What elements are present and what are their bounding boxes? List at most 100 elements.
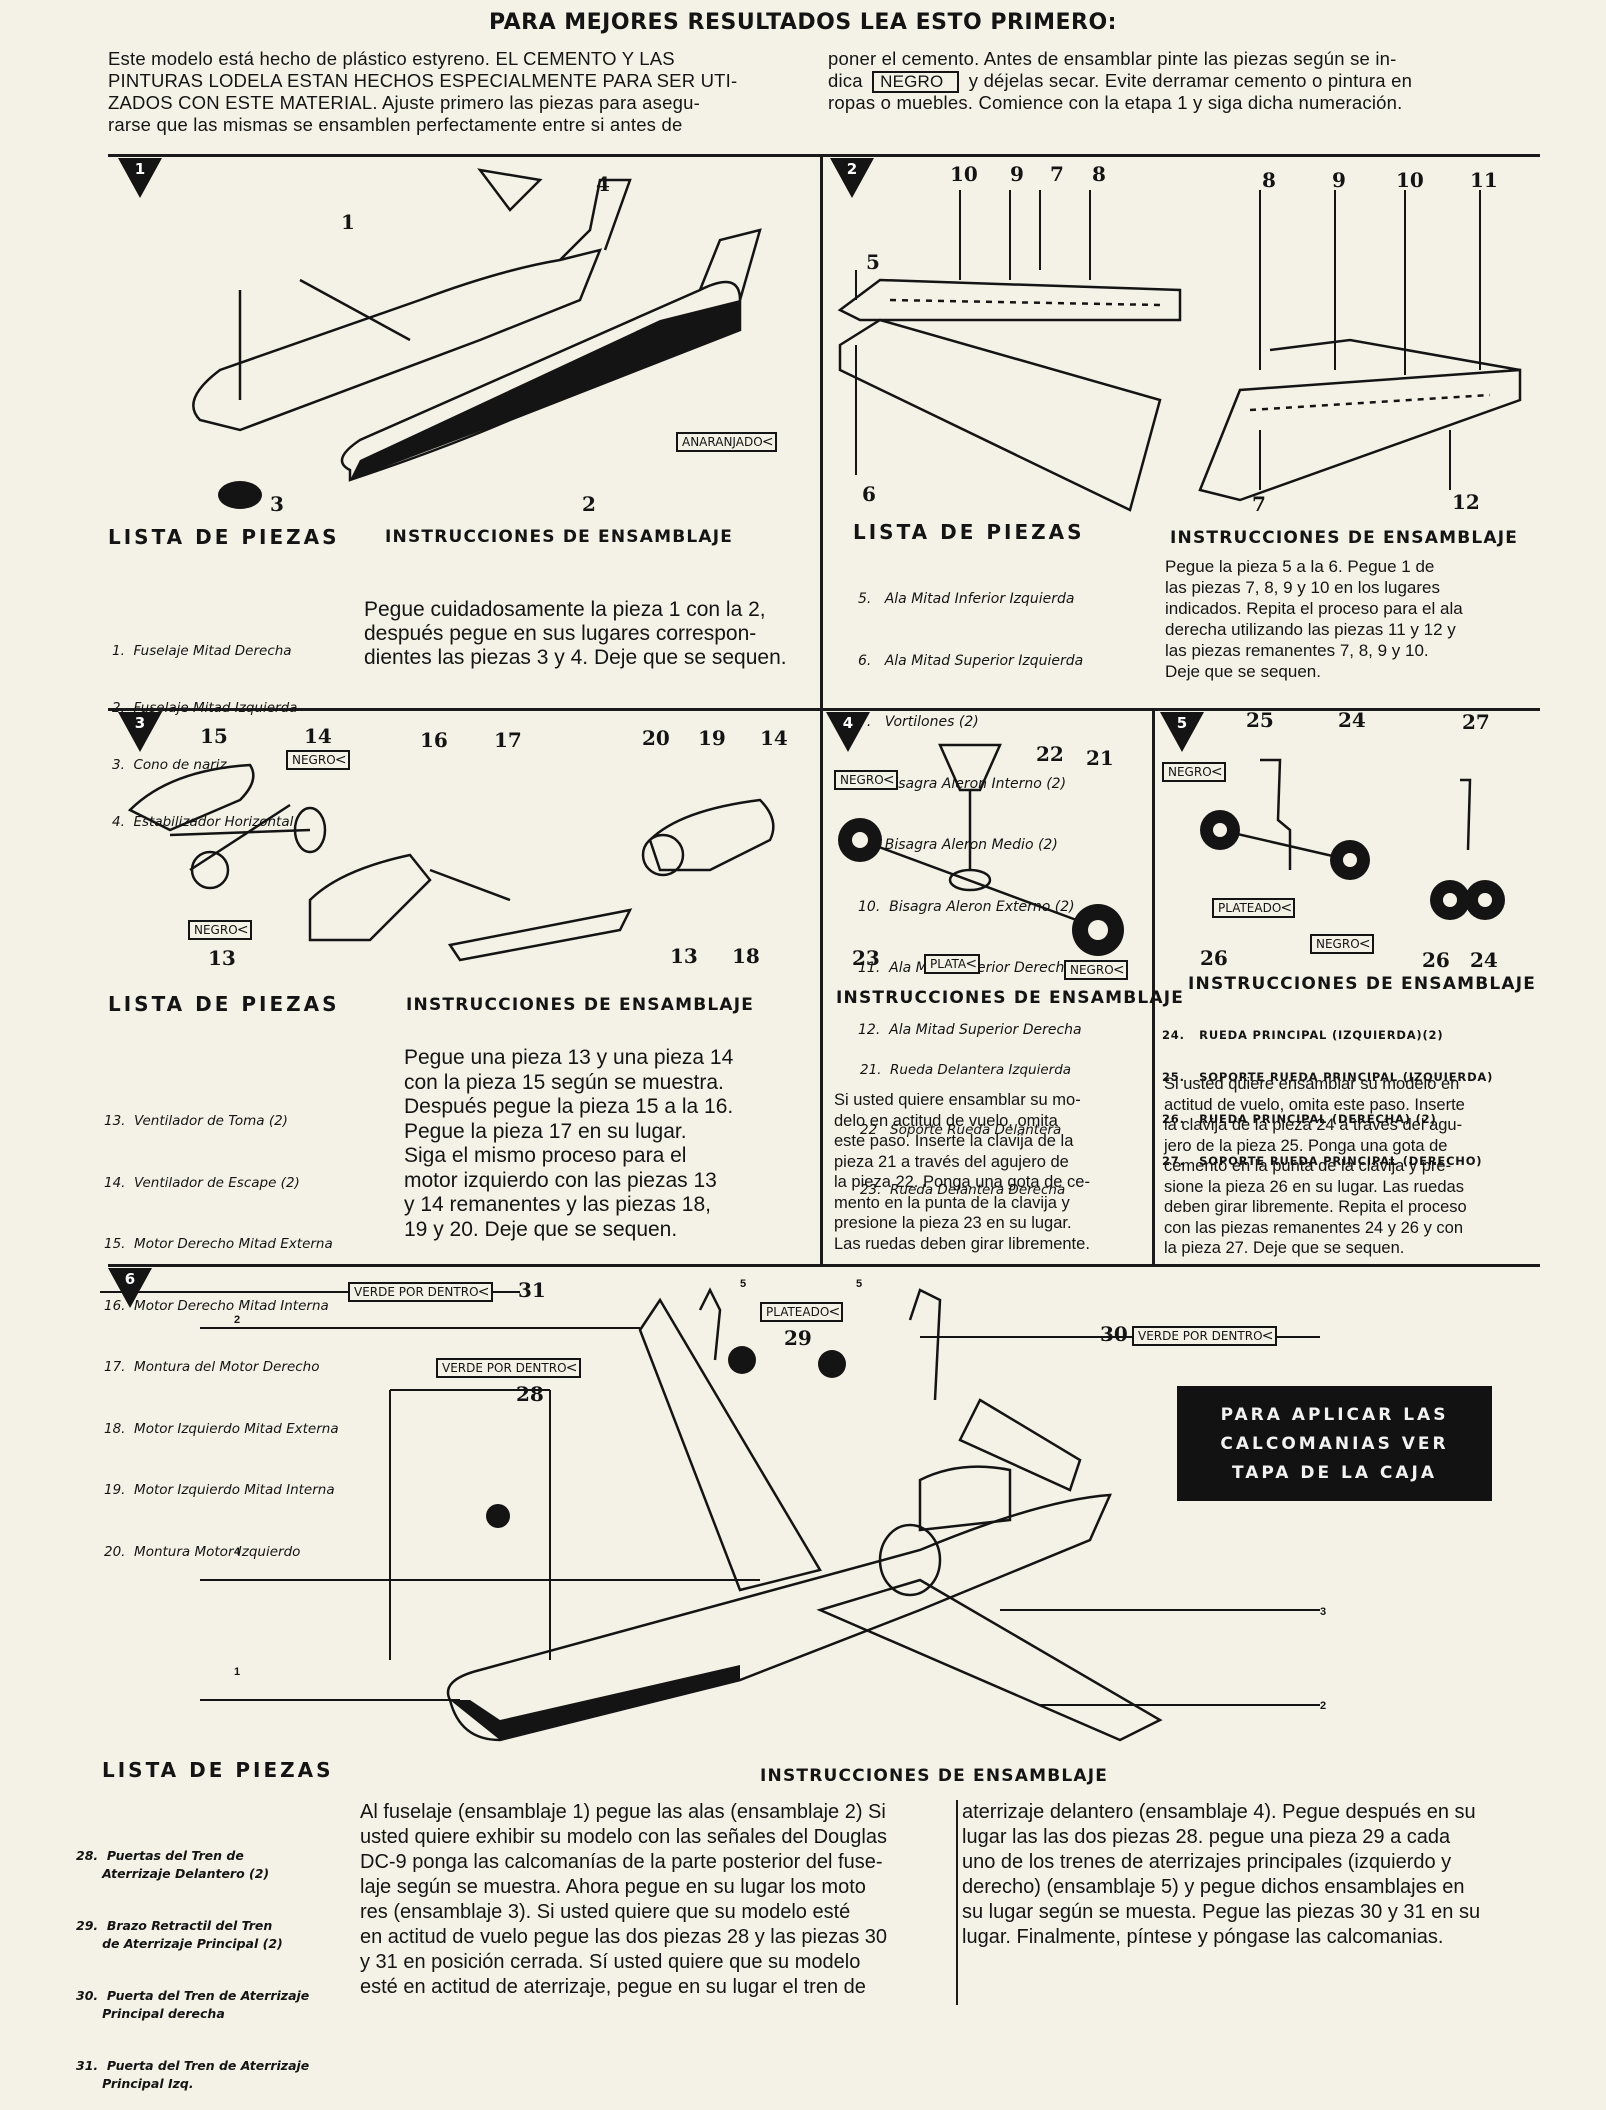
step4-part-item: 22 Soporte Rueda Delantera (860, 1122, 1062, 1138)
step2-callout-7: 7 (1050, 162, 1064, 186)
step6-instr-heading: INSTRUCCIONES DE ENSAMBLAJE (760, 1766, 1109, 1786)
step6-parts-list: 28. Puertas del Tren de Aterrizaje Delan… (76, 1812, 309, 2110)
step4-part-item: 23. Rueda Delantera Derecha (860, 1182, 1066, 1198)
step2-callout-9: 9 (1010, 162, 1024, 186)
step-3-number: 3 (134, 714, 146, 732)
step6-marker-4: 4 (234, 1546, 241, 1558)
step6-column-divider (956, 1800, 958, 2005)
step4-color-label-negro-2: NEGRO (1064, 960, 1128, 980)
step-2-marker (830, 158, 874, 198)
step3-callout-13: 13 (208, 946, 236, 970)
step6-part-item: 29. Brazo Retractil del Tren de Aterriza… (76, 1918, 283, 1951)
step2-callout-11: 11 (1470, 168, 1498, 192)
step4-color-label-negro: NEGRO (834, 770, 898, 790)
step3-part-item: 19. Motor Izquierdo Mitad Interna (104, 1482, 335, 1498)
step3-callout-18: 18 (732, 944, 760, 968)
divider-top (108, 154, 1540, 157)
step5-instructions: Si usted quiere ensamblar su modelo en a… (1164, 1075, 1467, 1257)
step6-label-verde-28: VERDE POR DENTRO (436, 1358, 581, 1378)
step6-callout-30: 30 (1100, 1322, 1128, 1346)
step6-marker-5a: 5 (740, 1278, 747, 1290)
step-6-number: 6 (124, 1270, 136, 1288)
step6-callout-31: 31 (518, 1278, 546, 1302)
step6-part-item: 31. Puerta del Tren de Aterrizaje Princi… (76, 2058, 310, 2091)
step6-instructions-left: Al fuselaje (ensamblaje 1) pegue las ala… (360, 1801, 888, 1998)
step2-callout-5: 5 (866, 250, 880, 274)
intro-negro-label: NEGRO (872, 71, 960, 93)
step5-callout-25: 25 (1246, 708, 1274, 732)
fuselage-black-stripe (350, 300, 740, 480)
wing-assembly-illustration (837, 190, 1522, 512)
step5-color-label-negro: NEGRO (1162, 762, 1226, 782)
step3-part-item: 20. Montura Motor Izquierdo (104, 1543, 301, 1560)
step5-callout-27: 27 (1462, 710, 1490, 734)
intro-left-text: Este modelo está hecho de plástico estyr… (108, 48, 738, 135)
step1-parts-heading: LISTA DE PIEZAS (108, 525, 340, 549)
step3-part-item: 18. Motor Izquierdo Mitad Externa (104, 1420, 339, 1437)
step2-part-item: 7. Vortilones (2) (858, 714, 979, 730)
step3-callout-14: 14 (304, 724, 332, 748)
part-5-wheel-right-icon (818, 1350, 846, 1378)
step5-instr-heading: INSTRUCCIONES DE ENSAMBLAJE (1188, 974, 1537, 994)
nose-gear-illustration (838, 743, 1124, 956)
step3-callout-16: 16 (420, 728, 448, 752)
page-title: PARA MEJORES RESULTADOS LEA ESTO PRIMERO… (489, 10, 1117, 35)
step2-part-item: 9. Bisagra Aleron Medio (2) (858, 837, 1058, 853)
intro-right-line-2: dica NEGRO y déjelas secar. Evite derram… (828, 70, 1538, 93)
intro-right-line-3: ropas o muebles. Comience con la etapa 1… (828, 92, 1403, 113)
step4-instructions: Si usted quiere ensamblar su mo- delo en… (834, 1091, 1090, 1253)
step-4-marker (826, 712, 870, 752)
engine-assembly-illustration (127, 763, 775, 962)
step2-callout-7r: 7 (1252, 492, 1266, 516)
step6-callout-29: 29 (784, 1326, 812, 1350)
step5-part-item: 27. SOPORTE RUEDA PRINCIPAL (DERECHO) (1162, 1154, 1483, 1168)
step4-instr-heading: INSTRUCCIONES DE ENSAMBLAJE (836, 988, 1185, 1008)
step1-callout-3: 3 (270, 492, 284, 516)
step-4-number: 4 (842, 714, 854, 732)
step3-part-item: 14. Ventilador de Escape (2) (104, 1174, 300, 1191)
divider-middle (108, 708, 1540, 711)
step2-callout-9r: 9 (1332, 168, 1346, 192)
step6-label-plateado: PLATEADO (760, 1302, 844, 1322)
step5-part-item: 26. RUEDA PRINCIPAL (DERECHA) (2) (1162, 1112, 1437, 1126)
step3-callout-15: 15 (200, 724, 228, 748)
step5-part-item: 24. RUEDA PRINCIPAL (IZQUIERDA)(2) (1162, 1028, 1444, 1042)
step2-part-item: 6. Ala Mitad Superior Izquierda (858, 652, 1084, 669)
step1-callout-1: 1 (341, 210, 355, 234)
divider-lower (108, 1264, 1540, 1267)
step5-color-label-negro-2: NEGRO (1310, 934, 1374, 954)
nose-cone-part (218, 481, 262, 509)
step5-part-item: 25. SOPORTE RUEDA PRINCIPAL (IZQUIERDA) (1162, 1070, 1494, 1084)
step2-callout-10: 10 (950, 162, 978, 186)
step2-callout-6: 6 (862, 482, 876, 506)
step-2-number: 2 (846, 160, 858, 178)
step3-callout-17: 17 (494, 728, 522, 752)
step-5-number: 5 (1176, 714, 1188, 732)
step5-color-label-plateado: PLATEADO (1212, 898, 1296, 918)
step3-instr-heading: INSTRUCCIONES DE ENSAMBLAJE (406, 995, 755, 1015)
step5-callout-26b: 26 (1422, 948, 1450, 972)
step3-instructions: Pegue una pieza 13 y una pieza 14 con la… (404, 1046, 734, 1241)
step-5-marker (1160, 712, 1204, 752)
step2-callout-10r: 10 (1396, 168, 1424, 192)
step2-part-item: 10. Bisagra Aleron Externo (2) (858, 898, 1075, 915)
step2-instr-heading: INSTRUCCIONES DE ENSAMBLAJE (1170, 528, 1519, 548)
step3-part-item: 16. Motor Derecho Mitad Interna (104, 1297, 329, 1314)
step6-parts-heading: LISTA DE PIEZAS (102, 1758, 334, 1782)
step6-marker-2b: 2 (1320, 1700, 1327, 1712)
intro-right-line-1: poner el cemento. Antes de ensamblar pin… (828, 48, 1397, 69)
step2-callout-12: 12 (1452, 490, 1480, 514)
step4-callout-22: 22 (1036, 742, 1064, 766)
step2-parts-list: 5. Ala Mitad Inferior Izquierda 6. Ala M… (858, 548, 1083, 1061)
step-6-marker (108, 1268, 152, 1308)
step3-part-item: 15. Motor Derecho Mitad Externa (104, 1236, 333, 1252)
step2-part-item: 12. Ala Mitad Superior Derecha (858, 1021, 1082, 1038)
step1-callout-2: 2 (582, 492, 596, 516)
part-5-wheel-left-icon (728, 1346, 756, 1374)
step1-instr-heading: INSTRUCCIONES DE ENSAMBLAJE (385, 527, 734, 547)
divider-vertical-2 (1152, 708, 1155, 1266)
step3-parts-heading: LISTA DE PIEZAS (108, 992, 340, 1016)
step3-part-item: 17. Montura del Motor Derecho (104, 1359, 320, 1375)
step3-callout-13b: 13 (670, 944, 698, 968)
step6-marker-1: 1 (234, 1666, 241, 1678)
